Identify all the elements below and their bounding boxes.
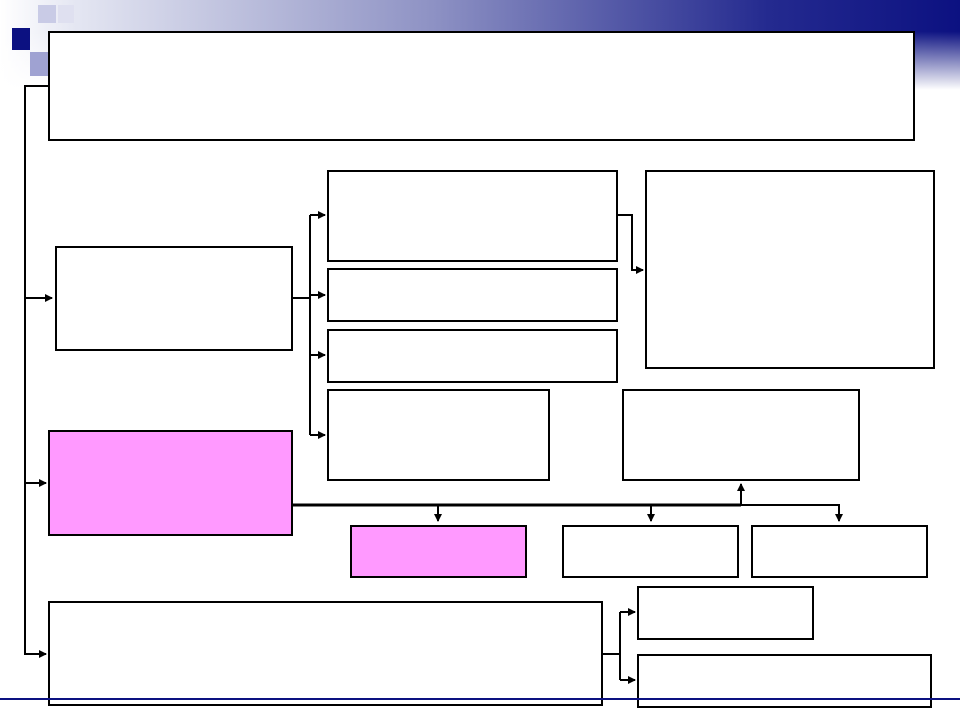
left-mid-box [55, 246, 293, 351]
bottom-wide-box [48, 601, 603, 706]
right-top-box-3 [327, 329, 618, 383]
small-right-box [751, 525, 928, 578]
decor-square-light [58, 5, 74, 23]
far-right-box [645, 170, 935, 369]
mid-right-box [622, 389, 860, 481]
right-top-box-1 [327, 170, 618, 262]
left-trunk-line [24, 85, 48, 655]
arrow-to-small-right [741, 504, 843, 522]
pink-small-box [350, 525, 527, 578]
decor-square-light [30, 52, 48, 76]
decor-square-light [38, 5, 56, 23]
left-pink-box [48, 430, 293, 536]
right-top-box-2 [327, 268, 618, 322]
bottom-right-box-1 [637, 586, 814, 640]
right-top-box-4 [327, 389, 550, 481]
top-box [48, 31, 915, 141]
small-mid-box [562, 525, 739, 578]
decor-square-dark [12, 28, 30, 50]
arrow-to-far-right [617, 214, 644, 274]
footer-rule [0, 698, 960, 700]
